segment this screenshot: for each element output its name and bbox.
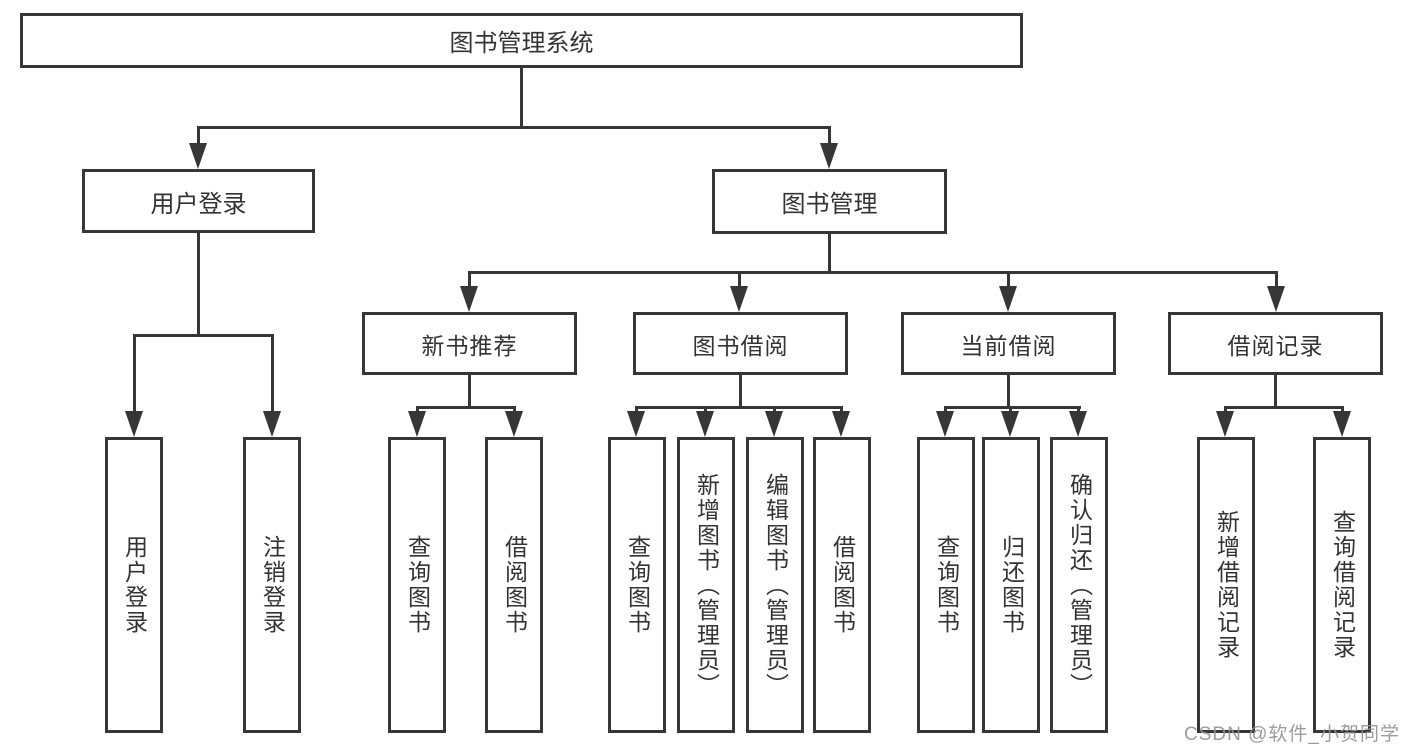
- arrowhead-down-icon: [730, 286, 748, 312]
- node-label: 借阅记录: [1227, 332, 1324, 359]
- connector-records-trunk: [1274, 375, 1277, 409]
- connector-stem: [197, 126, 200, 148]
- arrowhead-down-icon: [263, 411, 281, 437]
- connector-recommend-trunk: [468, 375, 471, 409]
- node-current-borrowing: 当前借阅: [901, 312, 1116, 375]
- node-label: 用户登录: [121, 535, 148, 635]
- arrowhead-down-icon: [765, 411, 783, 437]
- node-user-login: 用户登录: [82, 169, 315, 233]
- connector-current-hbar: [944, 406, 1081, 409]
- node-leaf-query-books-borrowing: 查询图书: [608, 437, 666, 733]
- node-leaf-add-borrow-record: 新增借阅记录: [1197, 437, 1255, 733]
- connector-stem: [133, 334, 136, 414]
- node-borrowing-records: 借阅记录: [1168, 312, 1383, 375]
- node-leaf-query-books-current: 查询图书: [917, 437, 975, 733]
- connector-stem: [468, 271, 471, 289]
- node-leaf-edit-books-admin: 编辑图书（管理员）: [746, 437, 804, 733]
- node-label: 新书推荐: [421, 332, 518, 359]
- node-leaf-query-books-recommend: 查询图书: [388, 437, 446, 733]
- arrowhead-down-icon: [408, 411, 426, 437]
- csdn-watermark: CSDN @软件_小贺同学: [1184, 724, 1400, 745]
- node-label: 新增借阅记录: [1213, 510, 1240, 660]
- node-leaf-confirm-return-admin: 确认归还（管理员）: [1050, 437, 1108, 733]
- connector-stem: [1275, 271, 1278, 289]
- node-root-library-system: 图书管理系统: [20, 13, 1023, 68]
- node-leaf-query-borrow-record: 查询借阅记录: [1313, 437, 1371, 733]
- connector-borrowing-hbar: [635, 406, 843, 409]
- arrowhead-down-icon: [460, 286, 478, 312]
- arrowhead-down-icon: [820, 143, 838, 169]
- connector-recommend-hbar: [416, 406, 516, 409]
- node-label: 编辑图书（管理员）: [762, 472, 789, 698]
- arrowhead-down-icon: [936, 411, 954, 437]
- node-label: 图书借阅: [692, 332, 789, 359]
- connector-current-trunk: [1007, 375, 1010, 409]
- node-label: 注销登录: [259, 535, 286, 635]
- arrowhead-down-icon: [125, 411, 143, 437]
- node-label: 确认归还（管理员）: [1066, 472, 1093, 698]
- connector-stem: [1007, 271, 1010, 289]
- node-leaf-add-books-admin: 新增图书（管理员）: [677, 437, 735, 733]
- node-label: 图书管理系统: [449, 30, 594, 57]
- node-label: 当前借阅: [960, 332, 1057, 359]
- connector-borrowing-trunk: [739, 375, 742, 409]
- connector-book-mgmt-hbar: [468, 271, 1278, 274]
- connector-root-hbar: [197, 126, 831, 129]
- arrowhead-down-icon: [696, 411, 714, 437]
- arrowhead-down-icon: [505, 411, 523, 437]
- connector-stem: [828, 126, 831, 148]
- arrowhead-down-icon: [189, 143, 207, 169]
- node-leaf-borrow-books-recommend: 借阅图书: [485, 437, 543, 733]
- node-leaf-return-books: 归还图书: [982, 437, 1040, 733]
- connector-root-trunk: [520, 68, 523, 128]
- node-label: 查询图书: [933, 535, 960, 635]
- connector-book-mgmt-trunk: [828, 234, 831, 274]
- node-label: 借阅图书: [829, 535, 856, 635]
- connector-user-login-hbar: [133, 334, 274, 337]
- arrowhead-down-icon: [1216, 411, 1234, 437]
- arrowhead-down-icon: [999, 286, 1017, 312]
- node-label: 新增图书（管理员）: [693, 472, 720, 698]
- arrowhead-down-icon: [627, 411, 645, 437]
- arrowhead-down-icon: [1267, 286, 1285, 312]
- node-label: 归还图书: [998, 535, 1025, 635]
- arrowhead-down-icon: [1069, 411, 1087, 437]
- node-leaf-borrow-books: 借阅图书: [813, 437, 871, 733]
- connector-stem: [271, 334, 274, 414]
- node-label: 查询图书: [624, 535, 651, 635]
- arrowhead-down-icon: [832, 411, 850, 437]
- arrowhead-down-icon: [1333, 411, 1351, 437]
- node-book-borrowing: 图书借阅: [633, 312, 848, 375]
- node-label: 图书管理: [781, 191, 878, 218]
- node-book-management: 图书管理: [712, 169, 947, 234]
- node-label: 用户登录: [150, 190, 247, 218]
- connector-user-login-trunk: [197, 233, 200, 337]
- connector-records-hbar: [1224, 406, 1344, 409]
- node-label: 查询借阅记录: [1329, 510, 1356, 660]
- connector-stem: [738, 271, 741, 289]
- node-label: 查询图书: [404, 535, 431, 635]
- arrowhead-down-icon: [1001, 411, 1019, 437]
- node-leaf-logout: 注销登录: [243, 437, 301, 733]
- node-leaf-user-login: 用户登录: [105, 437, 163, 733]
- node-label: 借阅图书: [501, 535, 528, 635]
- node-new-book-recommend: 新书推荐: [362, 312, 577, 375]
